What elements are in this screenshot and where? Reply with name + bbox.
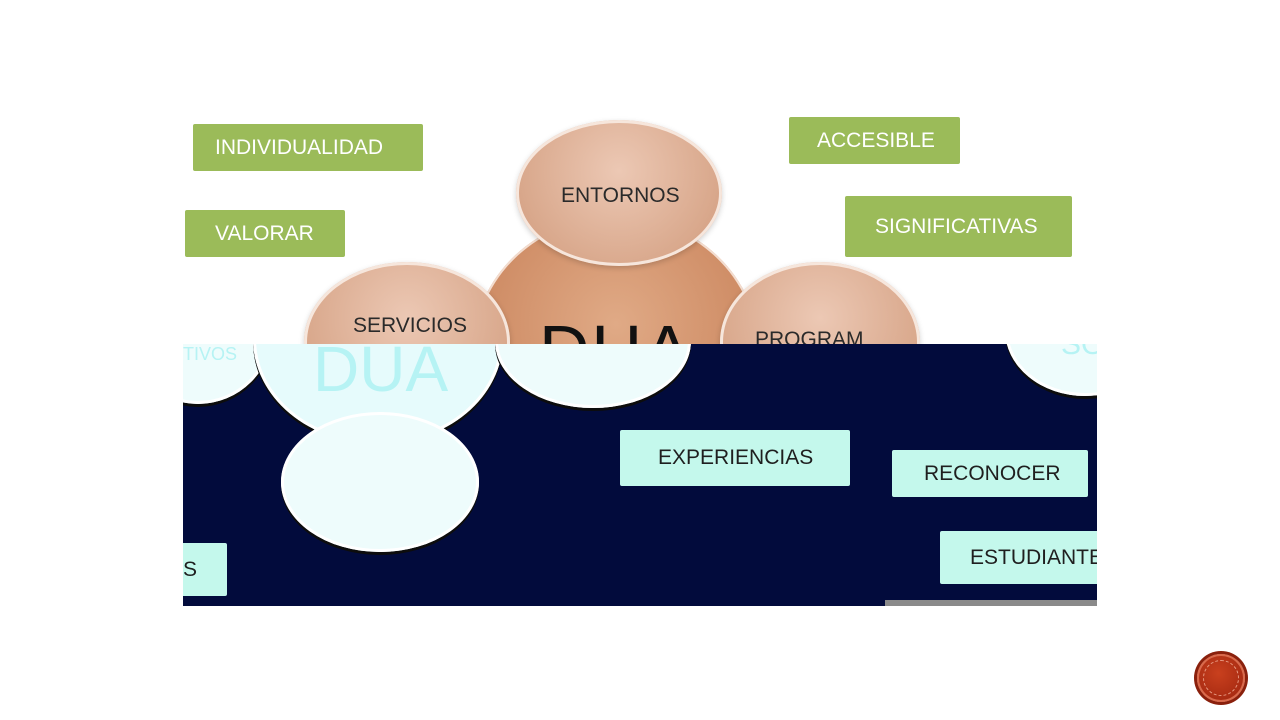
ghost-right-label: SO: [1061, 344, 1097, 361]
circle-entornos: [516, 120, 722, 266]
label-fragment: S: [183, 543, 227, 596]
label-accesible: ACCESIBLE: [789, 117, 960, 164]
circle-entornos-label: ENTORNOS: [561, 184, 680, 207]
dua-center-label: DUA: [539, 310, 693, 344]
label-significativas: SIGNIFICATIVAS: [845, 196, 1072, 257]
label-reconocer: RECONOCER: [892, 450, 1088, 497]
ghost-circle: [495, 344, 691, 408]
image-edge-strip: [885, 600, 1097, 606]
dua-overlay-image: DUA TIVOS SO EXPERIENCIAS RECONOCER ESTU…: [183, 344, 1097, 606]
circle-programas-label: PROGRAM: [755, 328, 864, 344]
circle-servicios-label: SERVICIOS: [353, 314, 467, 337]
ghost-dua-label: DUA: [313, 344, 449, 405]
label-experiencias: EXPERIENCIAS: [620, 430, 850, 486]
button-ring: [1203, 660, 1239, 696]
label-individualidad: INDIVIDUALIDAD: [193, 124, 423, 171]
ghost-left-label: TIVOS: [183, 344, 238, 364]
ghost-circle: [281, 412, 479, 552]
circle-button-icon[interactable]: [1197, 654, 1245, 702]
label-estudiante: ESTUDIANTE: [940, 531, 1097, 584]
label-valorar: VALORAR: [185, 210, 345, 257]
